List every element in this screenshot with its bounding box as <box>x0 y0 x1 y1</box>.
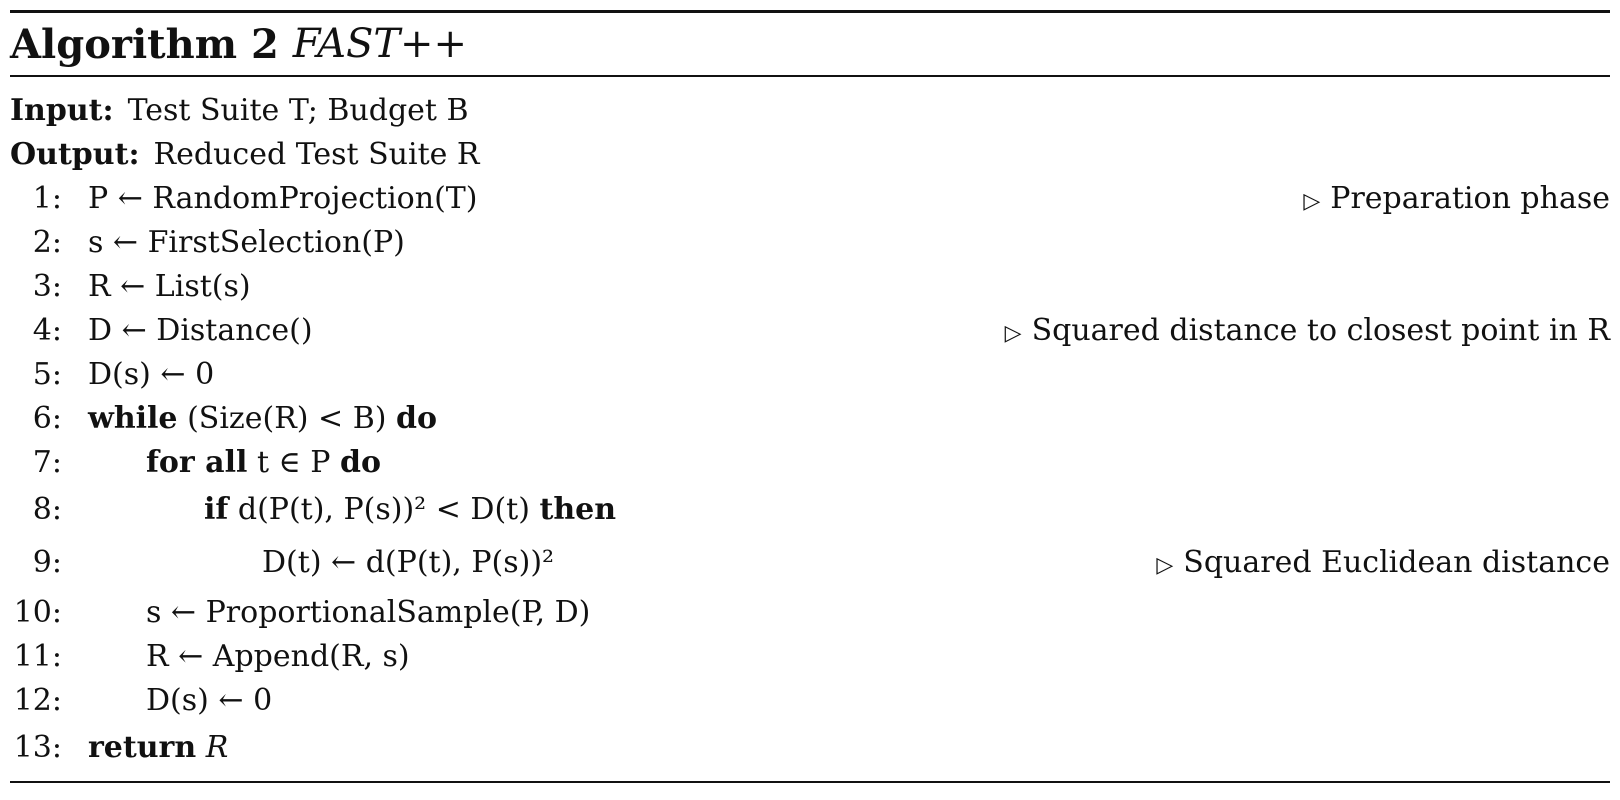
algorithm-line-2: 2: s ← FirstSelection(P) <box>10 221 1610 265</box>
comment-marker: ▷ <box>1303 189 1321 214</box>
line-code: R ← List(s) <box>88 265 251 309</box>
algorithm-body: Input: Test Suite T; Budget B Output: Redu… <box>10 77 1610 781</box>
line-number: 6: <box>32 401 62 436</box>
line-code: D(s) ← 0 <box>88 353 214 397</box>
comment-text: Squared Euclidean distance <box>1183 545 1610 580</box>
line-text: D(t) ← d(P(t), P(s))² <box>262 545 555 580</box>
algorithm-block: Algorithm 2 FAST++ Input: Test Suite T; B… <box>10 10 1610 783</box>
line-code: if d(P(t), P(s))² < D(t) then <box>88 485 616 535</box>
line-keyword: for all <box>146 445 248 480</box>
algorithm-line-9: 9: D(t) ← d(P(t), P(s))² ▷ Squared Euclide… <box>10 535 1610 591</box>
line-text: D(s) ← 0 <box>88 357 215 392</box>
line-code: P ← RandomProjection(T) <box>88 177 478 221</box>
algorithm-line-11: 11: R ← Append(R, s) <box>10 635 1610 679</box>
line-number: 12: <box>13 683 62 718</box>
line-number: 3: <box>32 269 62 304</box>
input-text: Test Suite T; Budget B <box>127 93 469 128</box>
comment-marker: ▷ <box>1156 553 1174 578</box>
line-code: D(s) ← 0 <box>88 679 272 723</box>
line-code: s ← FirstSelection(P) <box>88 221 405 265</box>
algorithm-header: Algorithm 2 FAST++ <box>10 13 1610 75</box>
comment-text: Preparation phase <box>1330 181 1610 216</box>
input-keyword: Input: <box>10 93 114 128</box>
top-rule <box>10 10 1610 13</box>
input-line: Input: Test Suite T; Budget B <box>10 89 1610 133</box>
line-keyword: if <box>204 492 229 527</box>
algorithm-name: FAST++ <box>292 21 468 67</box>
line-number: 7: <box>32 445 62 480</box>
output-keyword: Output: <box>10 137 140 172</box>
line-code: for all t ∈ P do <box>88 441 381 485</box>
algorithm-line-12: 12: D(s) ← 0 <box>10 679 1610 723</box>
line-number: 11: <box>13 639 62 674</box>
line-keyword: while <box>88 401 178 436</box>
line-comment: ▷ Preparation phase <box>1303 177 1610 224</box>
line-code: R ← Append(R, s) <box>88 635 410 679</box>
line-text: D ← Distance() <box>88 313 313 348</box>
line-keyword: return <box>88 730 197 765</box>
line-text: R ← List(s) <box>88 269 251 304</box>
algorithm-line-5: 5: D(s) ← 0 <box>10 353 1610 397</box>
line-code: D(t) ← d(P(t), P(s))² <box>88 535 554 591</box>
bottom-rule <box>10 781 1610 783</box>
line-text: t ∈ P <box>256 445 331 480</box>
line-number: 1: <box>32 181 62 216</box>
line-number: 9: <box>32 545 62 580</box>
algorithm-line-7: 7: for all t ∈ P do <box>10 441 1610 485</box>
header-rule <box>10 75 1610 77</box>
line-number: 2: <box>32 225 62 260</box>
algorithm-line-6: 6: while (Size(R) < B) do <box>10 397 1610 441</box>
algorithm-line-10: 10: s ← ProportionalSample(P, D) <box>10 591 1610 635</box>
algorithm-line-1: 1: P ← RandomProjection(T) ▷ Preparation p… <box>10 177 1610 221</box>
algorithm-line-4: 4: D ← Distance() ▷ Squared distance to cl… <box>10 309 1610 353</box>
line-number: 5: <box>32 357 62 392</box>
line-text: s ← ProportionalSample(P, D) <box>146 595 591 630</box>
line-number: 8: <box>32 492 62 527</box>
line-keyword-2: do <box>396 401 437 436</box>
line-keyword-2: then <box>539 492 617 527</box>
line-code: while (Size(R) < B) do <box>88 397 437 441</box>
line-number: 4: <box>32 313 62 348</box>
line-code: return R <box>88 723 228 773</box>
line-text: (Size(R) < B) <box>187 401 387 436</box>
line-text: D(s) ← 0 <box>146 683 273 718</box>
comment-text: Squared distance to closest point in R <box>1031 313 1610 348</box>
line-text: s ← FirstSelection(P) <box>88 225 405 260</box>
line-text: d(P(t), P(s))² < D(t) <box>237 492 530 527</box>
output-line: Output: Reduced Test Suite R <box>10 133 1610 177</box>
line-text: P ← RandomProjection(T) <box>88 181 478 216</box>
algorithm-label: Algorithm 2 <box>10 20 279 68</box>
comment-marker: ▷ <box>1004 321 1022 346</box>
line-text: R <box>205 730 229 765</box>
algorithm-line-3: 3: R ← List(s) <box>10 265 1610 309</box>
line-comment: ▷ Squared Euclidean distance <box>1156 535 1610 594</box>
line-number: 13: <box>13 730 62 765</box>
line-comment: ▷ Squared distance to closest point in R <box>1005 309 1610 356</box>
algorithm-line-8: 8: if d(P(t), P(s))² < D(t) then <box>10 485 1610 535</box>
line-code: s ← ProportionalSample(P, D) <box>88 591 590 635</box>
line-number: 10: <box>13 595 62 630</box>
line-text: R ← Append(R, s) <box>146 639 410 674</box>
algorithm-line-13: 13: return R <box>10 723 1610 773</box>
line-keyword-2: do <box>340 445 382 480</box>
line-code: D ← Distance() <box>88 309 313 353</box>
output-text: Reduced Test Suite R <box>153 137 480 172</box>
